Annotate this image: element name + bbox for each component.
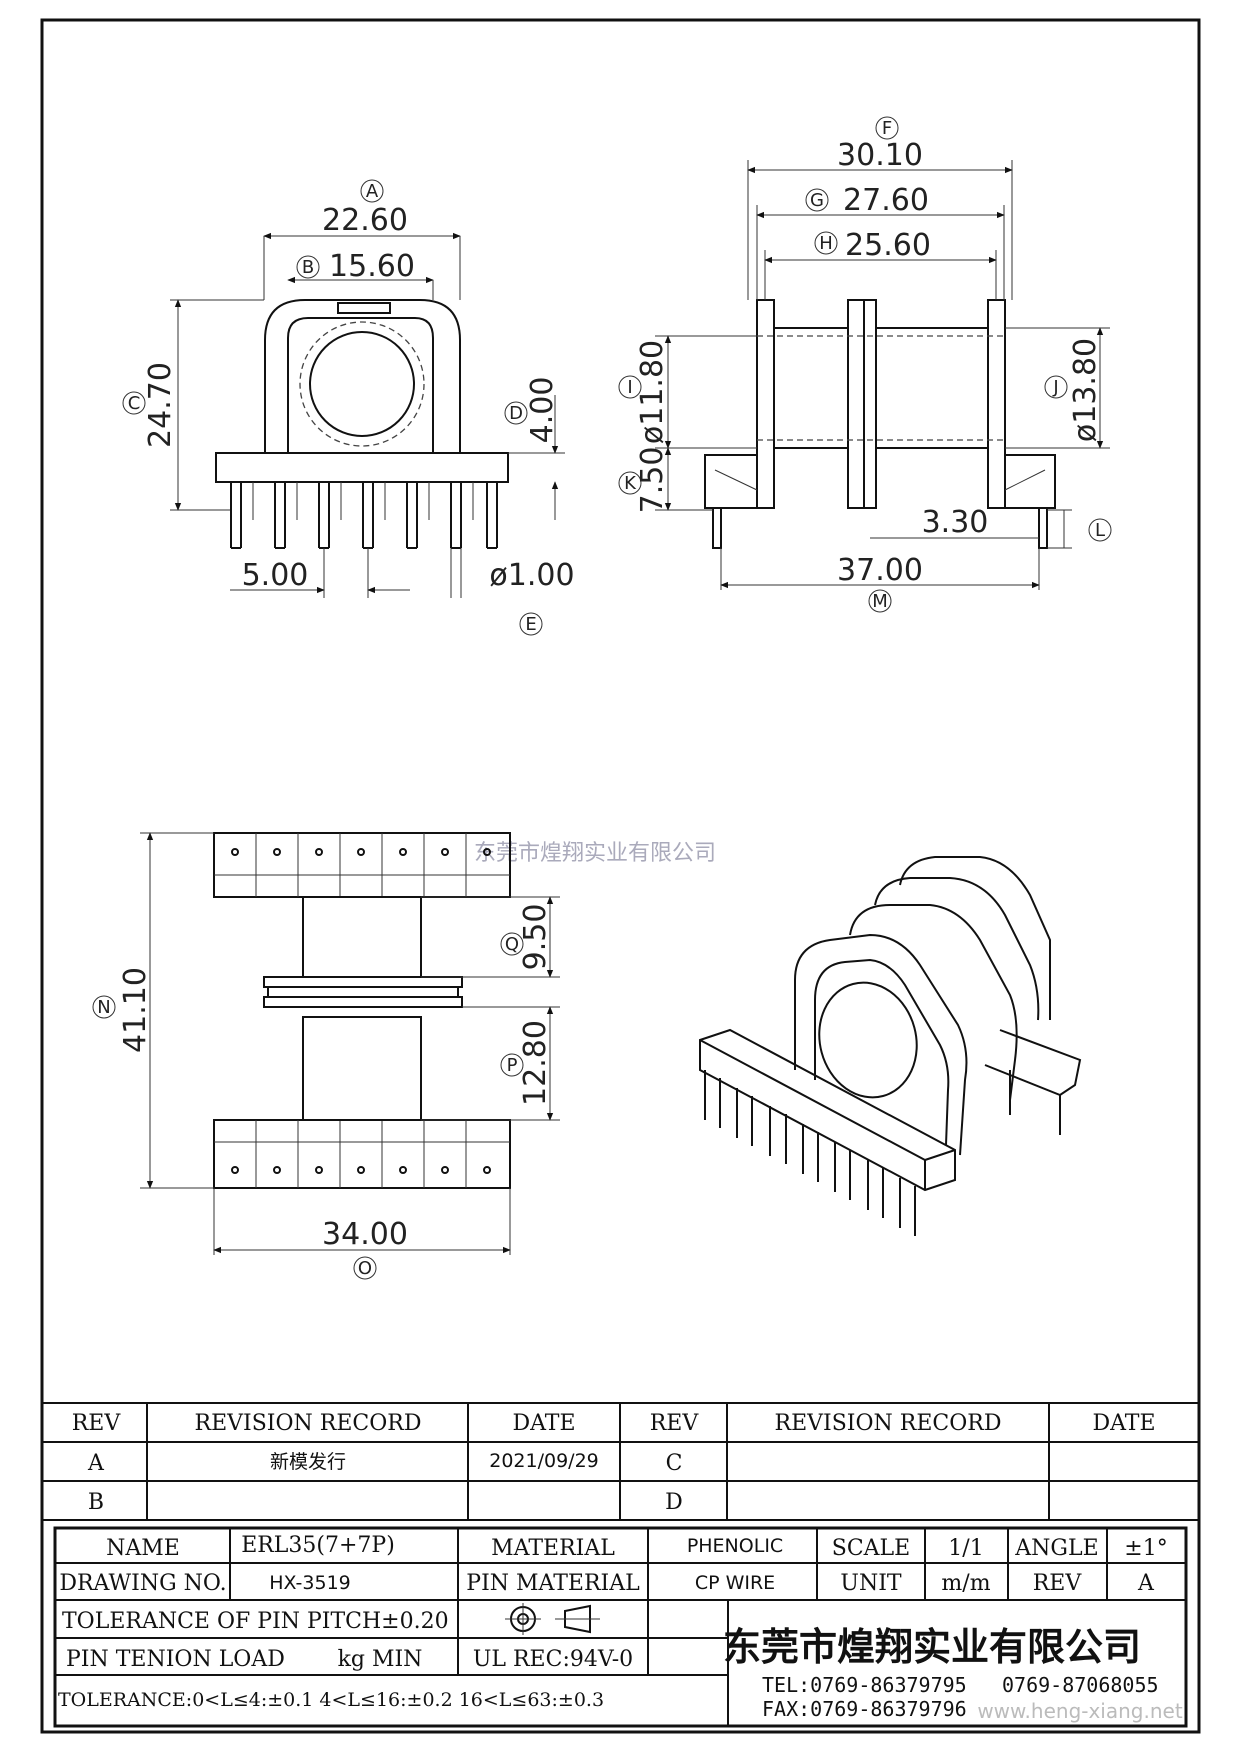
rev-row-a-date: 2021/09/29: [489, 1450, 599, 1472]
title-block: NAME ERL35(7+7P) MATERIAL PHENOLIC SCALE…: [53, 1526, 1188, 1728]
front-view: [215, 299, 509, 549]
dim-j-letter: J: [1052, 377, 1058, 398]
angle-label: ANGLE: [1014, 1536, 1098, 1561]
dim-m-letter: M: [872, 591, 888, 612]
rev-header-record-2: REVISION RECORD: [775, 1411, 1002, 1436]
dim-e-pitch: 5.00: [242, 558, 309, 593]
dim-k-letter: K: [624, 473, 637, 494]
isometric-view: [699, 856, 1082, 1236]
dim-o-letter: O: [358, 1258, 372, 1279]
dim-q-value: 9.50: [518, 904, 553, 971]
dim-m-value: 37.00: [837, 553, 923, 588]
name-label: NAME: [106, 1536, 180, 1561]
ul-rec: UL REC:94V-0: [473, 1647, 633, 1672]
company-name: 东莞市煌翔实业有限公司: [723, 1624, 1141, 1669]
dim-c-value: 24.70: [143, 362, 178, 448]
company-fax: FAX:0769-86379796: [762, 1697, 967, 1721]
bottom-view-dimensions: N 41.10 34.00 O Q 9.50 P 12.80: [92, 832, 560, 1280]
dim-h-letter: H: [819, 233, 833, 254]
dim-n-value: 41.10: [118, 967, 153, 1053]
company-tel-2: 0769-87068055: [1002, 1673, 1159, 1697]
dim-e-diameter: ø1.00: [489, 558, 574, 593]
company-tel: TEL:0769-86379795: [762, 1673, 967, 1697]
drawing-frame: [40, 18, 1201, 1734]
rev-row-d-rev: D: [665, 1490, 683, 1515]
pin-tension-unit: kg MIN: [338, 1647, 423, 1672]
rev-header-date-1: DATE: [512, 1411, 575, 1436]
watermark: 东莞市煌翔实业有限公司: [474, 841, 716, 866]
scale-label: SCALE: [832, 1536, 910, 1561]
dim-i-value: ø11.80: [635, 340, 670, 444]
dim-i-letter: I: [627, 377, 632, 398]
drawing-no-label: DRAWING NO.: [59, 1571, 226, 1596]
front-view-dimensions: A 22.60 B 15.60 C 24.70 D 4.00 5.00 ø1.0…: [122, 179, 575, 636]
rev-header-date-2: DATE: [1092, 1411, 1155, 1436]
dim-e-letter: E: [525, 614, 536, 635]
unit-value: m/m: [941, 1571, 990, 1596]
unit-label: UNIT: [840, 1571, 901, 1596]
rev-header-rev-1: REV: [72, 1411, 122, 1436]
dim-g-value: 27.60: [843, 183, 929, 218]
rev-header-record-1: REVISION RECORD: [195, 1411, 422, 1436]
dim-o-value: 34.00: [322, 1217, 408, 1252]
dim-n-letter: N: [97, 997, 110, 1018]
dim-a-value: 22.60: [322, 203, 408, 238]
rev-header-rev-2: REV: [650, 1411, 700, 1436]
dim-c-letter: C: [128, 393, 141, 414]
bottom-view: [213, 832, 511, 1189]
dim-d-letter: D: [509, 403, 523, 424]
side-view-dimensions: F 30.10 G 27.60 H 25.60 I ø11.80 J ø13.8…: [618, 116, 1112, 613]
revision-table: REV REVISION RECORD DATE REV REVISION RE…: [41, 1402, 1200, 1521]
rev-label: REV: [1033, 1571, 1083, 1596]
dim-q-letter: Q: [505, 934, 519, 955]
dim-p-value: 12.80: [518, 1020, 553, 1106]
dim-b-letter: B: [302, 257, 314, 278]
dim-j-value: ø13.80: [1068, 338, 1103, 442]
dim-f-value: 30.10: [837, 138, 923, 173]
rev-row-b-rev: B: [88, 1490, 104, 1515]
rev-value: A: [1137, 1571, 1155, 1596]
material-value: PHENOLIC: [687, 1535, 783, 1557]
name-value: ERL35(7+7P): [241, 1533, 395, 1558]
tolerance-pin-pitch: TOLERANCE OF PIN PITCH±0.20: [62, 1609, 449, 1634]
dim-b-value: 15.60: [329, 249, 415, 284]
dim-l-letter: L: [1095, 520, 1105, 541]
dim-g-letter: G: [810, 190, 824, 211]
dim-a-letter: A: [366, 181, 379, 202]
dim-h-value: 25.60: [845, 228, 931, 263]
general-tolerance: TOLERANCE:0<L≤4:±0.1 4<L≤16:±0.2 16<L≤63…: [58, 1689, 604, 1711]
dim-d-value: 4.00: [525, 377, 560, 444]
side-view: [704, 299, 1056, 549]
material-label: MATERIAL: [491, 1536, 615, 1561]
pin-material-value: CP WIRE: [695, 1572, 775, 1594]
rev-row-c-rev: C: [666, 1451, 683, 1476]
rev-row-a-record: 新模发行: [270, 1451, 346, 1473]
dim-k-value: 7.50: [635, 447, 670, 514]
rev-row-a-rev: A: [87, 1451, 105, 1476]
drawing-no-value: HX-3519: [269, 1572, 351, 1594]
scale-value: 1/1: [948, 1536, 983, 1561]
angle-value: ±1°: [1124, 1536, 1167, 1561]
projection-symbol: [505, 1603, 600, 1635]
dim-l-value: 3.30: [922, 505, 989, 540]
dim-p-letter: P: [507, 1055, 518, 1076]
pin-tension-load: PIN TENION LOAD: [66, 1647, 285, 1672]
footer-url-watermark: www.heng-xiang.net: [977, 1699, 1183, 1723]
pin-material-label: PIN MATERIAL: [466, 1571, 640, 1596]
dim-f-letter: F: [882, 118, 892, 139]
